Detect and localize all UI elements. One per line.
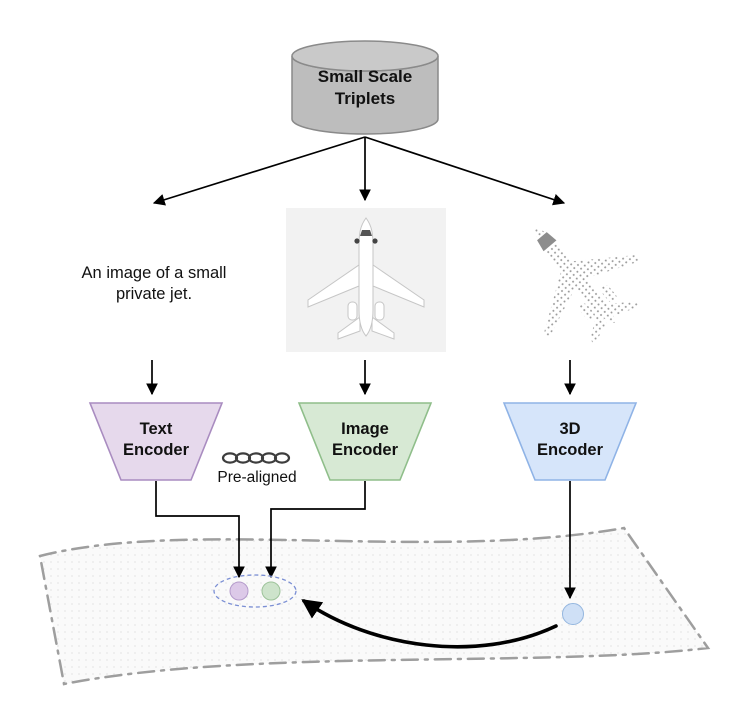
arrow-to-text [152, 136, 366, 206]
dataset-branch-arrows [152, 136, 566, 206]
dataset-cylinder-icon [291, 40, 439, 135]
alignment-arrow [301, 599, 558, 649]
airplane-top-view-image [286, 208, 446, 352]
aligned-embeddings-ellipse [213, 574, 297, 608]
dataset-cylinder-top [291, 40, 439, 72]
embedding-space-surface [38, 526, 711, 686]
3d-encoder-shape [502, 402, 638, 481]
3d-embedding-point [562, 603, 584, 625]
airplane-point-cloud-icon [535, 228, 642, 345]
encoder-output-connectors [155, 481, 576, 600]
text-encoder-shape [88, 402, 224, 481]
arrow-to-pointcloud [364, 136, 566, 206]
image-encoder-output-connector [265, 481, 366, 579]
text-encoder-output-connector [155, 481, 245, 579]
image-encoder-shape [297, 402, 433, 481]
chain-link-icon [221, 452, 291, 464]
text-embedding-point [229, 581, 249, 601]
image-embedding-point [261, 581, 281, 601]
encoder-input-arrows [146, 360, 576, 396]
